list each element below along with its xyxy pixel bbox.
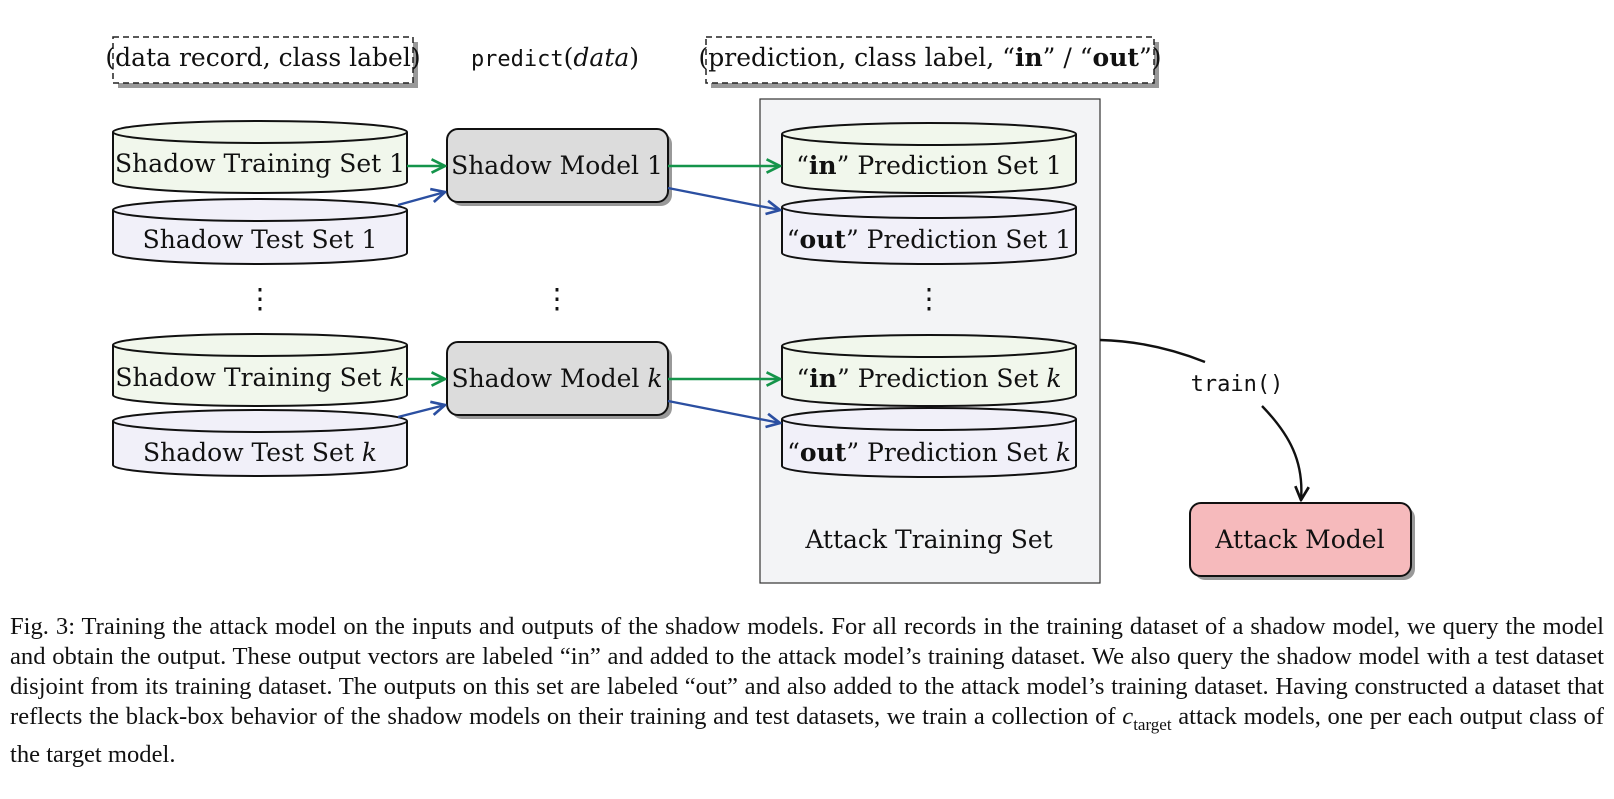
arrow-test-to-model-k <box>397 405 445 419</box>
ellipsis-models: ⋮ <box>543 282 571 315</box>
in-prediction-set-1-label: “in” Prediction Set 1 <box>796 151 1062 180</box>
in-prediction-set-1: “in” Prediction Set 1 <box>781 122 1077 194</box>
predict-label: predict(data) <box>471 43 639 72</box>
shadow-training-set-1: Shadow Training Set 1 <box>112 120 408 194</box>
out-prediction-set-k-label: “out” Prediction Set k <box>787 438 1071 467</box>
input-format-box: (data record, class label) <box>105 36 421 88</box>
shadow-training-set-k-label: Shadow Training Set k <box>115 363 404 392</box>
attack-model: Attack Model <box>1189 502 1415 580</box>
shadow-test-set-1-label: Shadow Test Set 1 <box>143 225 378 254</box>
in-prediction-set-k-label: “in” Prediction Set k <box>797 364 1062 393</box>
shadow-group-1: Shadow Training Set 1 Shadow Test Set 1 … <box>112 120 1077 265</box>
ellipsis-sets: ⋮ <box>246 282 274 315</box>
input-format-text: (data record, class label) <box>105 43 420 72</box>
shadow-model-k: Shadow Model k <box>446 341 672 419</box>
shadow-test-set-k: Shadow Test Set k <box>112 409 408 477</box>
train-curve-upper <box>1099 338 1206 364</box>
output-format-text: (prediction, class label, “in” / “out”) <box>699 43 1162 72</box>
shadow-test-set-k-label: Shadow Test Set k <box>143 438 377 467</box>
ellipsis-predictions: ⋮ <box>915 282 943 315</box>
shadow-model-1: Shadow Model 1 <box>446 128 672 206</box>
train-curve-arrow <box>1261 405 1301 500</box>
shadow-model-k-label: Shadow Model k <box>451 364 662 393</box>
in-prediction-set-k: “in” Prediction Set k <box>781 334 1077 407</box>
arrow-model-to-out-1 <box>667 186 780 210</box>
attack-training-set-label: Attack Training Set <box>804 525 1052 554</box>
out-prediction-set-1: “out” Prediction Set 1 <box>781 195 1077 265</box>
shadow-group-k: Shadow Training Set k Shadow Test Set k … <box>112 333 1077 478</box>
attack-model-label: Attack Model <box>1214 525 1384 554</box>
train-label: train() <box>1191 372 1284 397</box>
out-prediction-set-k: “out” Prediction Set k <box>781 407 1077 478</box>
shadow-test-set-1: Shadow Test Set 1 <box>112 198 408 265</box>
shadow-model-1-label: Shadow Model 1 <box>451 151 663 180</box>
shadow-training-set-1-label: Shadow Training Set 1 <box>115 149 405 178</box>
arrow-test-to-model-1 <box>397 192 445 207</box>
shadow-training-set-k: Shadow Training Set k <box>112 333 408 407</box>
output-format-box: (prediction, class label, “in” / “out”) <box>699 36 1162 88</box>
arrow-model-to-out-k <box>667 399 780 423</box>
shadow-training-diagram: (data record, class label) predict(data)… <box>105 36 1415 584</box>
out-prediction-set-1-label: “out” Prediction Set 1 <box>787 225 1071 254</box>
figure-caption: Fig. 3: Training the attack model on the… <box>10 613 1604 768</box>
